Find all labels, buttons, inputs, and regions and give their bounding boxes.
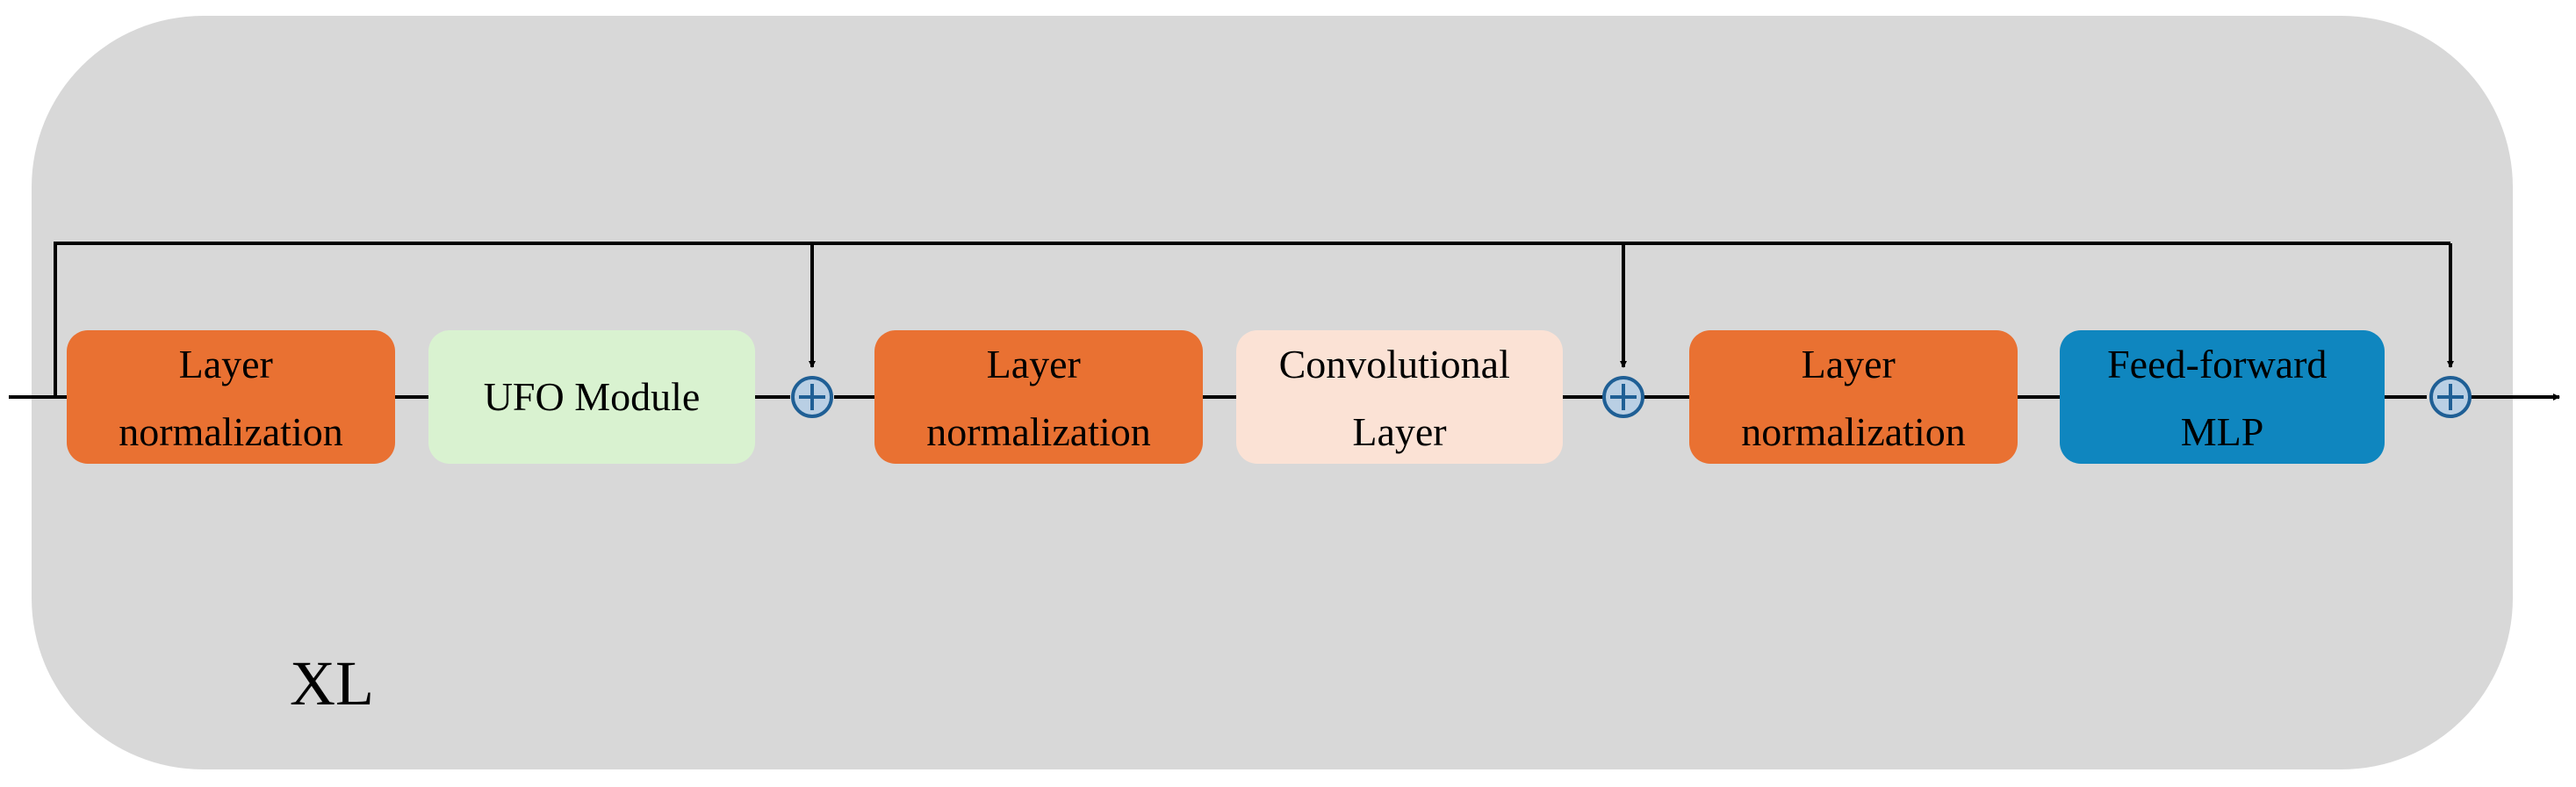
- adder-3: [2429, 376, 2472, 418]
- ufo-module-block: UFO Module: [428, 330, 755, 464]
- adder-2: [1602, 376, 1644, 418]
- layer-norm-block-1: Layer normalization: [67, 330, 395, 464]
- svg-text:Feed-forward MLP: Feed-forward MLP: [2107, 342, 2337, 454]
- block-label-line: Layer: [1802, 342, 1896, 386]
- adder-1: [791, 376, 833, 418]
- convolutional-layer-block: Convolutional Layer: [1236, 330, 1563, 464]
- block-label-line: normalization: [119, 409, 342, 454]
- layer-norm-block-2: Layer normalization: [874, 330, 1203, 464]
- block-label-line: Layer: [987, 342, 1081, 386]
- block-label-line: UFO Module: [484, 374, 701, 419]
- block-label-line: Layer: [1352, 409, 1446, 454]
- feed-forward-mlp-block: Feed-forward MLP: [2060, 330, 2385, 464]
- block-label-line: MLP: [2181, 409, 2264, 454]
- svg-text:Convolutional Layer: Convolutional Layer: [1279, 342, 1521, 454]
- svg-text:UFO Module: UFO Module: [484, 374, 701, 419]
- block-label-line: Layer: [179, 342, 273, 386]
- layer-norm-block-3: Layer normalization: [1689, 330, 2018, 464]
- svg-text:Layer normalization: Layer normalization: [1741, 342, 1965, 454]
- skip-connections: [54, 242, 2454, 397]
- block-label-line: Feed-forward: [2107, 342, 2327, 386]
- block-label-line: normalization: [1741, 409, 1965, 454]
- svg-text:Layer normalization: Layer normalization: [926, 342, 1150, 454]
- block-label-line: Convolutional: [1279, 342, 1510, 386]
- svg-text:Layer normalization: Layer normalization: [119, 342, 342, 454]
- xl-label: XL: [290, 648, 374, 718]
- skip-connection-line: [54, 242, 2450, 397]
- block-label-line: normalization: [926, 409, 1150, 454]
